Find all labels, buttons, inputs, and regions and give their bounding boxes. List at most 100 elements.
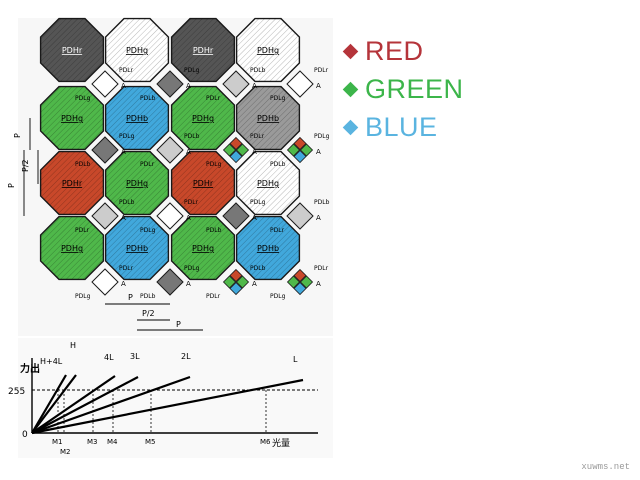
graph-panel [18,338,333,458]
pixel-hatch [40,216,104,280]
pixel-hatch [105,151,169,215]
line-label-l: L [293,355,298,364]
small-pixel [222,202,250,230]
dimension-label: P [7,183,16,188]
pixel-hatch [236,151,300,215]
small-pixel-label: PDLr [250,133,265,140]
watermark: xuwms.net [581,462,630,472]
small-pixel [156,268,184,296]
small-pixel-label: PDLb [140,293,156,300]
a-marker: A [316,82,321,90]
color-subpixel [222,143,237,157]
pixel-hatch [171,18,235,82]
large-pixel-label: PDHb [257,244,279,253]
a-marker: A [121,280,126,288]
a-marker: A [186,214,191,222]
small-pixel-label: PDLg [140,227,156,234]
dimension-label: P/2 [21,159,30,172]
dimension-label: P/2 [142,309,155,318]
large-pixel-label: PDHr [62,179,83,188]
color-subpixel [293,149,307,164]
color-subpixel [299,275,314,289]
color-subpixel [299,143,314,157]
small-pixel-label: PDLg [270,293,286,300]
legend-label-blue: BLUE [365,112,438,142]
large-pixel-label: PDHg [257,46,279,55]
origin-label: 0 [22,430,28,440]
small-pixel-label: PDLb [140,95,156,102]
color-subpixel [229,136,243,151]
color-subpixel [235,275,250,289]
a-marker: A [252,280,257,288]
large-pixel-label: PDHb [126,114,148,123]
a-marker: A [121,82,126,90]
small-pixel-label: PDLr [206,293,221,300]
a-marker: A [252,214,257,222]
small-pixel [91,268,119,296]
x-tick-m4: M4 [107,438,118,446]
small-pixel [286,70,314,98]
small-pixel-label: PDLb [314,199,330,206]
small-pixel-label: PDLg [314,133,330,140]
small-pixel-label: PDLr [314,265,329,272]
graph-line-4l [31,375,116,434]
legend-item-blue: BLUE [340,108,464,146]
legend-diamond-green-icon [342,81,359,97]
small-pixel-label: PDLb [75,161,91,168]
color-subpixel [293,281,307,296]
pixel-hatch [236,216,300,280]
line-label-h4l: H+4L [40,357,63,366]
legend-label-red: RED [365,36,424,66]
small-pixel-label: PDLg [75,293,91,300]
small-pixel-label: PDLr [140,161,155,168]
small-pixel-label: PDLg [206,161,222,168]
small-pixel-label: PDLb [250,265,266,272]
a-marker: A [186,82,191,90]
legend-diamond-blue-icon [342,119,359,135]
a-marker: A [316,148,321,156]
small-pixel-label: PDLg [119,133,135,140]
pixel-hatch [171,216,235,280]
small-pixel-label: PDLg [184,67,200,74]
y-axis-label: 力出 [20,362,40,375]
small-pixel-label: PDLb [206,227,222,234]
graph-line-3l [31,376,139,434]
color-subpixel [293,268,307,283]
dimension-label: P [176,320,181,329]
output-graph: 力出 光量 255 0 H+4L H 4L 3L 2L L M1 M2 M3 M… [8,341,318,456]
small-pixel-label: PDLb [270,161,286,168]
pixel-hatch [105,216,169,280]
color-subpixel [286,275,301,289]
color-subpixel [222,275,237,289]
pixel-hatch [236,18,300,82]
legend-item-green: GREEN [340,70,464,108]
pixel-hatch [40,18,104,82]
color-subpixel [293,136,307,151]
x-tick-m3: M3 [87,438,98,446]
large-pixel-label: PDHg [61,114,83,123]
dimension-label: P [13,133,22,138]
color-subpixel [229,281,243,296]
a-marker: A [252,148,257,156]
small-pixel-label: PDLb [184,133,200,140]
small-pixel-label: PDLg [250,199,266,206]
color-subpixel [229,268,243,283]
pixel-hatch [236,86,300,150]
large-pixel-label: PDHb [257,114,279,123]
pixel-hatch [105,18,169,82]
pixel-hatch [171,86,235,150]
line-label-2l: 2L [181,352,191,361]
large-pixel-label: PDHg [257,179,279,188]
x-tick-m6: M6 [260,438,271,446]
small-pixel [156,202,184,230]
small-pixel [91,70,119,98]
a-marker: A [121,214,126,222]
small-pixel [91,202,119,230]
pixel-hatch [171,151,235,215]
large-pixel-label: PDHg [192,244,214,253]
a-marker: A [316,214,321,222]
line-label-3l: 3L [130,352,140,361]
a-marker: A [186,148,191,156]
large-pixel-label: PDHg [192,114,214,123]
